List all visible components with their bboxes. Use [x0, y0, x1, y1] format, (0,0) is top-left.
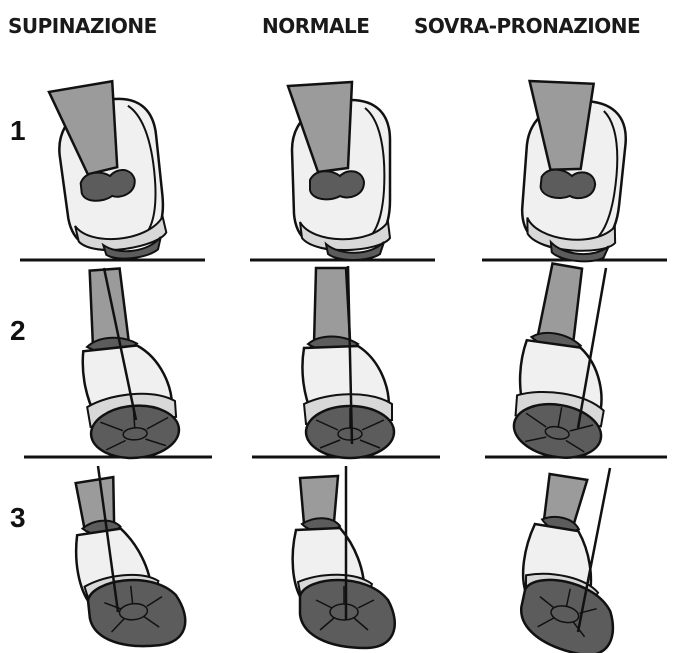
foot-row2-supinazione — [76, 265, 181, 461]
foot-row3-supinazione — [68, 471, 188, 653]
foot-row3-normale — [293, 476, 395, 648]
foot-row3-sovra-pronazione — [507, 470, 643, 653]
foot-row1-normale — [288, 82, 390, 260]
foot-row1-sovra-pronazione — [511, 77, 631, 265]
foot-row1-supinazione — [49, 77, 169, 265]
foot-row2-sovra-pronazione — [506, 261, 629, 464]
